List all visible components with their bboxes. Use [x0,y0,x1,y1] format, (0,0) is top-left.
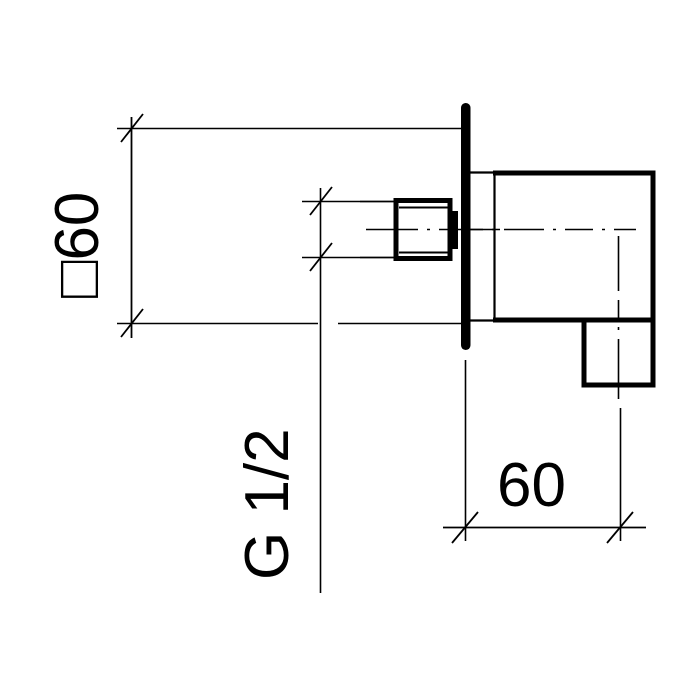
projection-dim-tick-left [451,511,479,544]
projection-dimension-group: 60 [443,360,646,544]
spout-block-outline [581,319,656,388]
height-dim-label: □60 [43,192,112,298]
thread-nipple-group [360,198,458,261]
projection-dim-tick-right [606,511,634,544]
projection-dim-label: 60 [497,451,566,520]
thread-dim-tick-top [309,186,333,216]
thread-dim-tick-bottom [309,242,333,272]
body-block-outline [493,170,656,323]
height-dimension-group: □60 [43,113,461,338]
spout-block-group [581,319,656,388]
centerline-group [366,228,686,420]
escutcheon-plate-group [461,103,471,350]
height-dim-label-group: □60 [43,192,112,298]
height-dim-tick-top [120,113,144,143]
height-dim-tick-bottom [120,308,144,338]
thread-dim-label: G 1/2 [233,428,302,580]
thread-dim-label-group: G 1/2 [233,428,302,580]
escutcheon-plate [461,103,471,350]
thread-nipple-collar [450,211,458,249]
body-block-group [468,170,656,323]
thread-dimension-group: G 1/2 [233,186,398,593]
